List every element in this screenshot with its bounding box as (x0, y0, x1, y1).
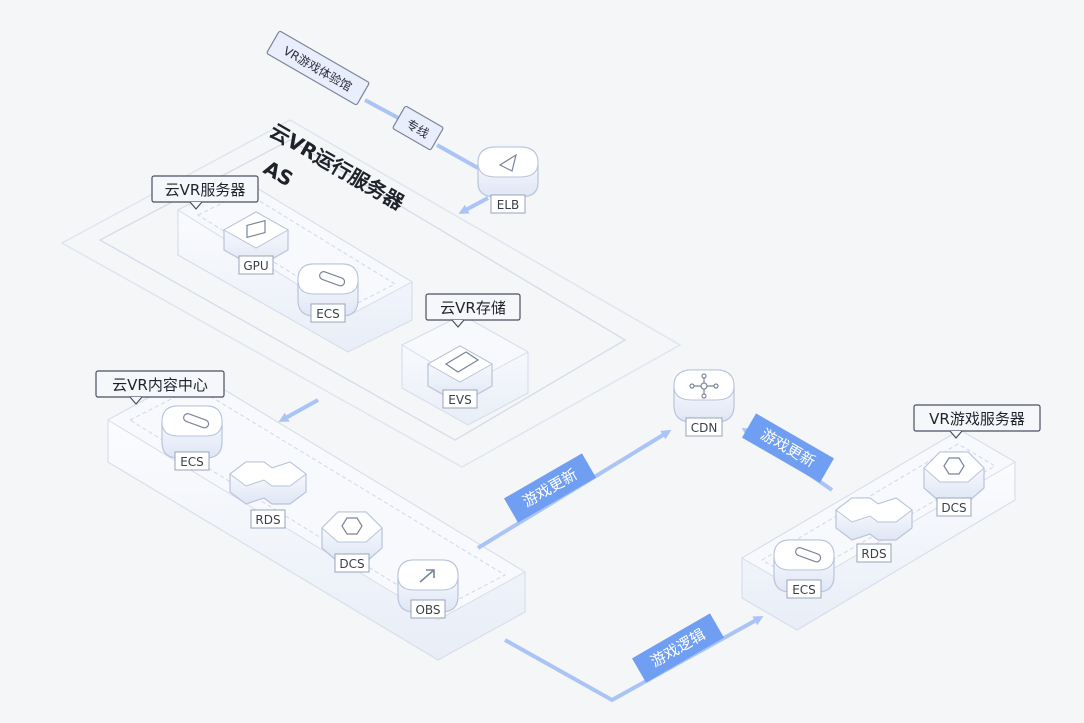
dcs-icon (943, 457, 965, 475)
flow-storage-to-content (278, 398, 319, 422)
flow-source-to-line (364, 98, 403, 122)
content-ecs-node[interactable]: ECS (161, 405, 223, 471)
elb-label: ELB (497, 198, 520, 212)
svg-text:云VR内容中心: 云VR内容中心 (112, 376, 208, 394)
game-server-callout: VR游戏服务器 (913, 404, 1041, 439)
content-dcs-node[interactable]: DCS (321, 511, 383, 573)
operation-region-outer-frame (60, 119, 682, 468)
evs-label: EVS (448, 393, 471, 407)
cdn-network-icon (689, 373, 719, 399)
flow-tag-logic: 游戏逻辑 (632, 613, 724, 683)
gpu-label: GPU (243, 259, 268, 273)
svg-text:VR游戏服务器: VR游戏服务器 (929, 410, 1025, 428)
evs-disk-icon (444, 351, 480, 373)
vr-storage-callout: 云VR存储 (425, 293, 521, 328)
server-ecs-label: ECS (316, 307, 340, 321)
gpu-node[interactable]: GPU (222, 211, 290, 275)
game-dcs-node[interactable]: DCS (923, 451, 985, 517)
flow-elb-to-region (458, 196, 489, 214)
as-group-label: AS (260, 156, 298, 192)
content-ecs-label: ECS (180, 455, 204, 469)
cdn-node[interactable]: CDN (673, 369, 735, 437)
game-dcs-label: DCS (941, 501, 966, 515)
game-rds-label: RDS (861, 547, 886, 561)
game-rds-node[interactable]: RDS (835, 497, 913, 563)
elb-node[interactable]: ELB (477, 146, 539, 214)
vr-server-callout: 云VR服务器 (151, 175, 259, 210)
flow-line-to-elb (436, 143, 479, 170)
content-dcs-label: DCS (339, 557, 364, 571)
game-ecs-node[interactable]: ECS (773, 539, 835, 599)
content-rds-node[interactable]: RDS (229, 461, 307, 529)
content-obs-node[interactable]: OBS (397, 559, 459, 619)
server-ecs-node[interactable]: ECS (297, 263, 359, 323)
content-center-callout: 云VR内容中心 (95, 370, 225, 405)
vr-arcade-callout: VR游戏体验馆 (266, 30, 370, 106)
content-obs-label: OBS (415, 603, 440, 617)
ecs-icon (319, 271, 346, 287)
content-rds-label: RDS (255, 513, 280, 527)
flow-tag-update-to-cdn: 游戏更新 (504, 453, 596, 523)
ecs-icon (183, 413, 210, 429)
ecs-icon (795, 547, 822, 563)
cdn-label: CDN (691, 421, 718, 435)
vr-server-platform (176, 177, 414, 353)
flow-tag-update-from-cdn: 游戏更新 (742, 413, 834, 483)
svg-text:云VR服务器: 云VR服务器 (165, 181, 246, 199)
dedicated-line-callout: 专线 (392, 105, 444, 151)
dcs-icon (341, 517, 363, 535)
game-ecs-label: ECS (792, 583, 816, 597)
elb-icon (498, 153, 517, 172)
as-group-frame (98, 139, 627, 441)
svg-text:云VR存储: 云VR存储 (440, 299, 506, 317)
flow-logic (504, 616, 764, 703)
evs-node[interactable]: EVS (426, 345, 494, 409)
gpu-chip-icon (246, 219, 266, 239)
obs-arrow-icon (419, 569, 435, 583)
